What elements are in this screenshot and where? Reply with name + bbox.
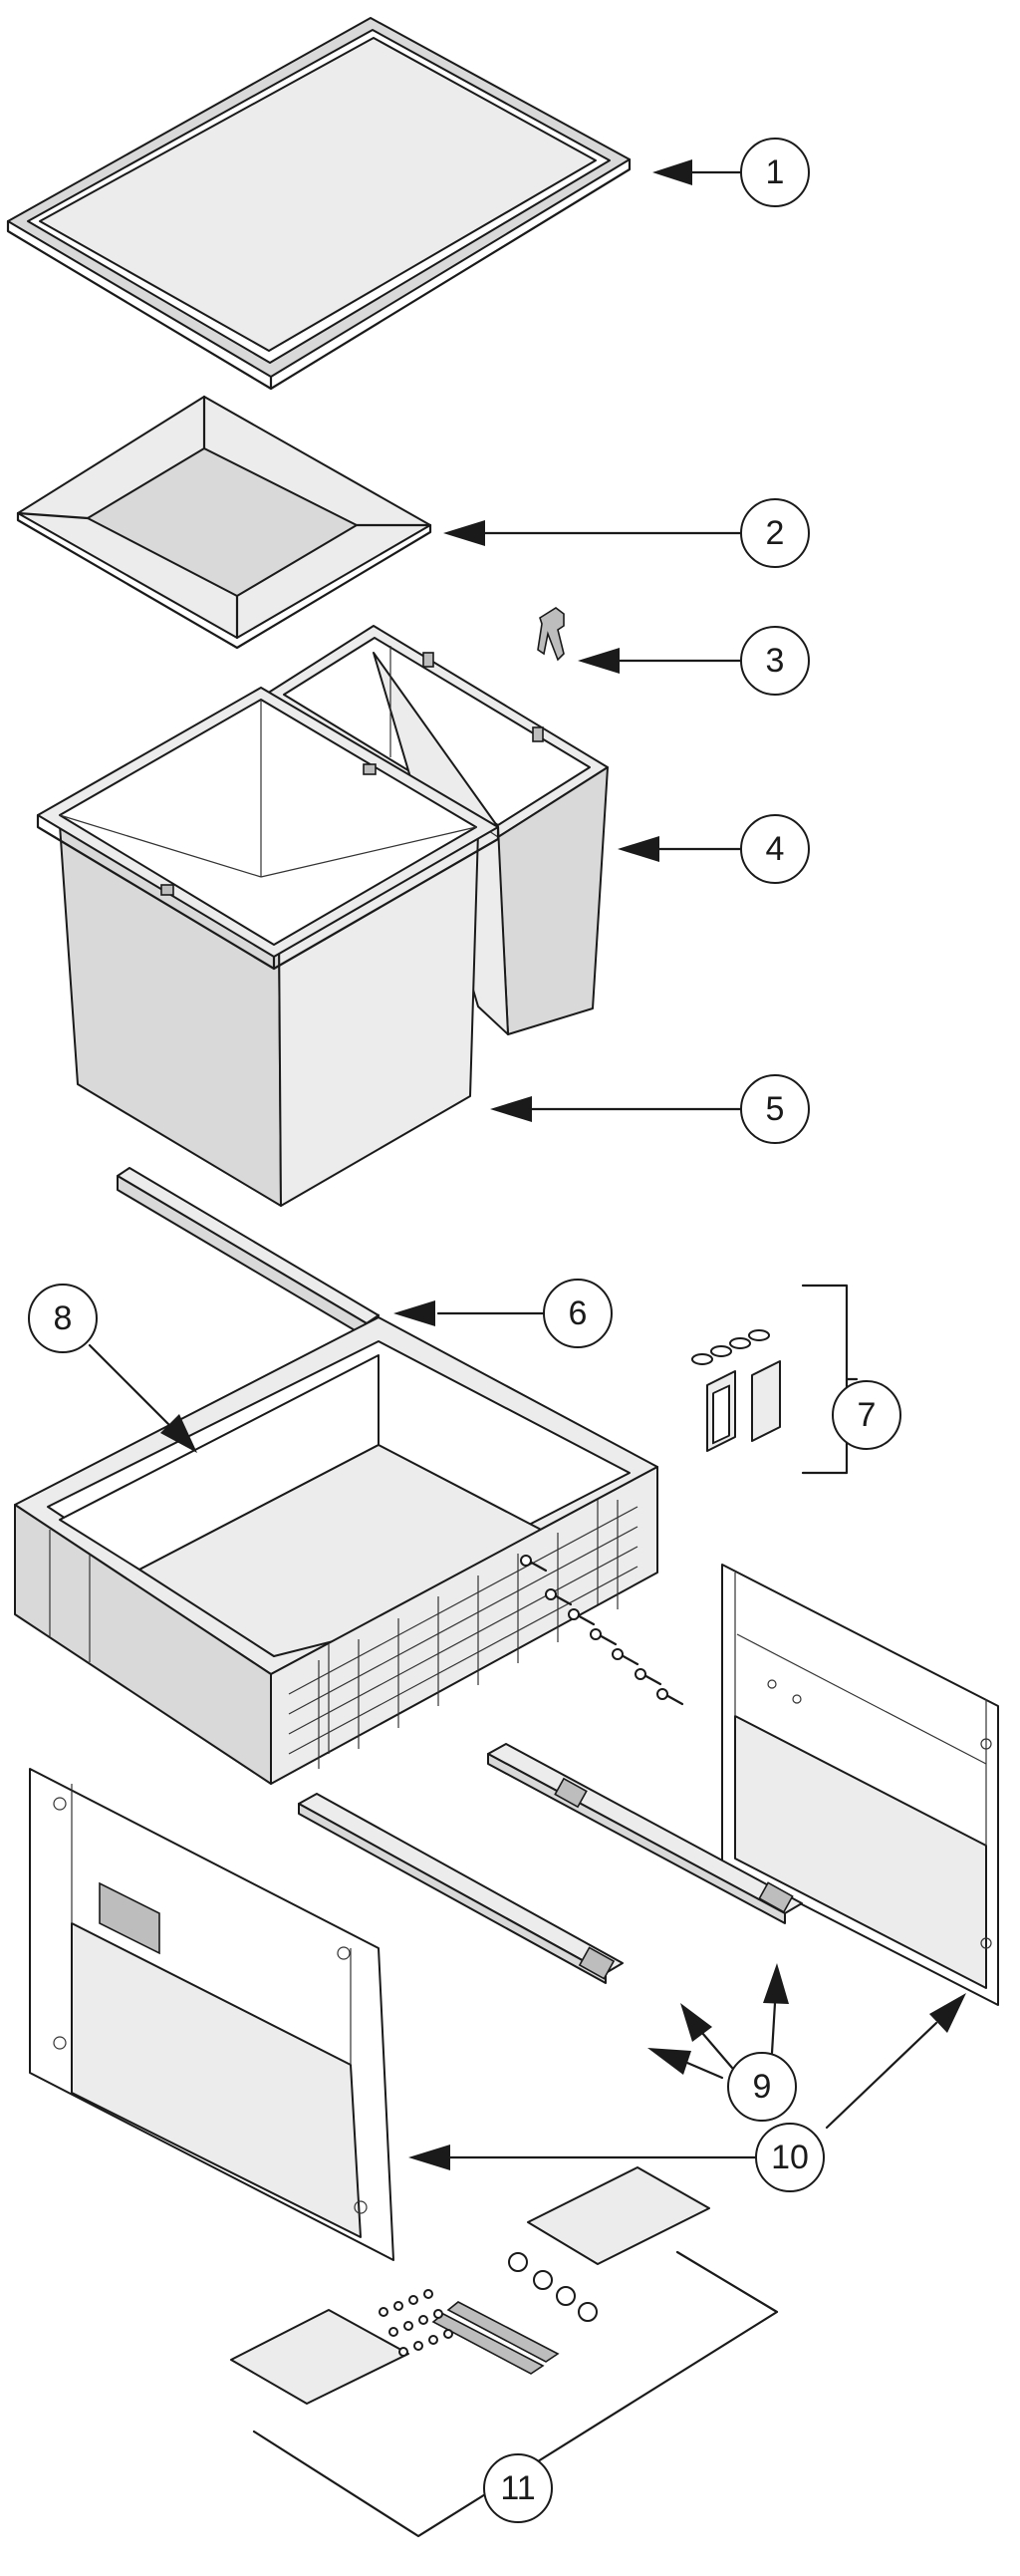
part-11-hardware-kit [230,2166,779,2538]
leader-10a [408,2145,759,2170]
leader-6 [393,1300,545,1326]
part-7-caps-and-clips [691,1284,859,1475]
part-3-clip [537,607,565,662]
svg-text:6: 6 [569,1294,588,1332]
part-1-lid-tray [6,17,632,391]
leader-3 [578,648,744,674]
callout-9: 9 [727,2052,797,2122]
callout-5: 5 [740,1074,810,1144]
part-8-drawer-box [14,1316,658,1785]
leader-5 [490,1096,744,1122]
leader-1 [652,159,744,185]
svg-text:11: 11 [500,2469,535,2507]
svg-text:4: 4 [766,830,785,868]
part-10-right-panel [721,1564,999,2006]
callout-4: 4 [740,814,810,884]
leader-lines [88,159,966,2170]
leader-9a [647,2048,724,2080]
leader-8 [88,1343,197,1453]
callout-11: 11 [483,2453,553,2523]
part-5-large-bin [36,687,500,1207]
svg-text:8: 8 [54,1299,73,1337]
svg-text:5: 5 [766,1090,785,1128]
part-11-screws [379,2289,453,2357]
leader-2 [443,520,744,546]
part-9-drawer-slides [298,1743,803,1984]
svg-text:7: 7 [858,1396,877,1434]
leader-9b [680,2003,734,2070]
svg-text:9: 9 [753,2068,772,2106]
callout-2: 2 [740,498,810,568]
svg-text:3: 3 [766,642,785,680]
svg-text:2: 2 [766,514,785,552]
part-10-left-panel [29,1768,394,2261]
leader-10b [825,1993,966,2130]
callout-3: 3 [740,626,810,696]
callout-10: 10 [755,2123,825,2192]
part-2-bin-frame [16,395,432,650]
callout-1: 1 [740,138,810,207]
callout-8: 8 [28,1284,98,1353]
callout-6: 6 [543,1279,613,1348]
part-9-screws [520,1555,684,1706]
drawer-rib-pattern [288,1500,638,1769]
svg-text:10: 10 [771,2139,809,2176]
leader-9c [763,1963,789,2055]
part-6-rail [117,1167,380,1339]
svg-text:1: 1 [766,153,785,191]
callout-7: 7 [832,1380,901,1450]
leader-4 [618,836,744,862]
